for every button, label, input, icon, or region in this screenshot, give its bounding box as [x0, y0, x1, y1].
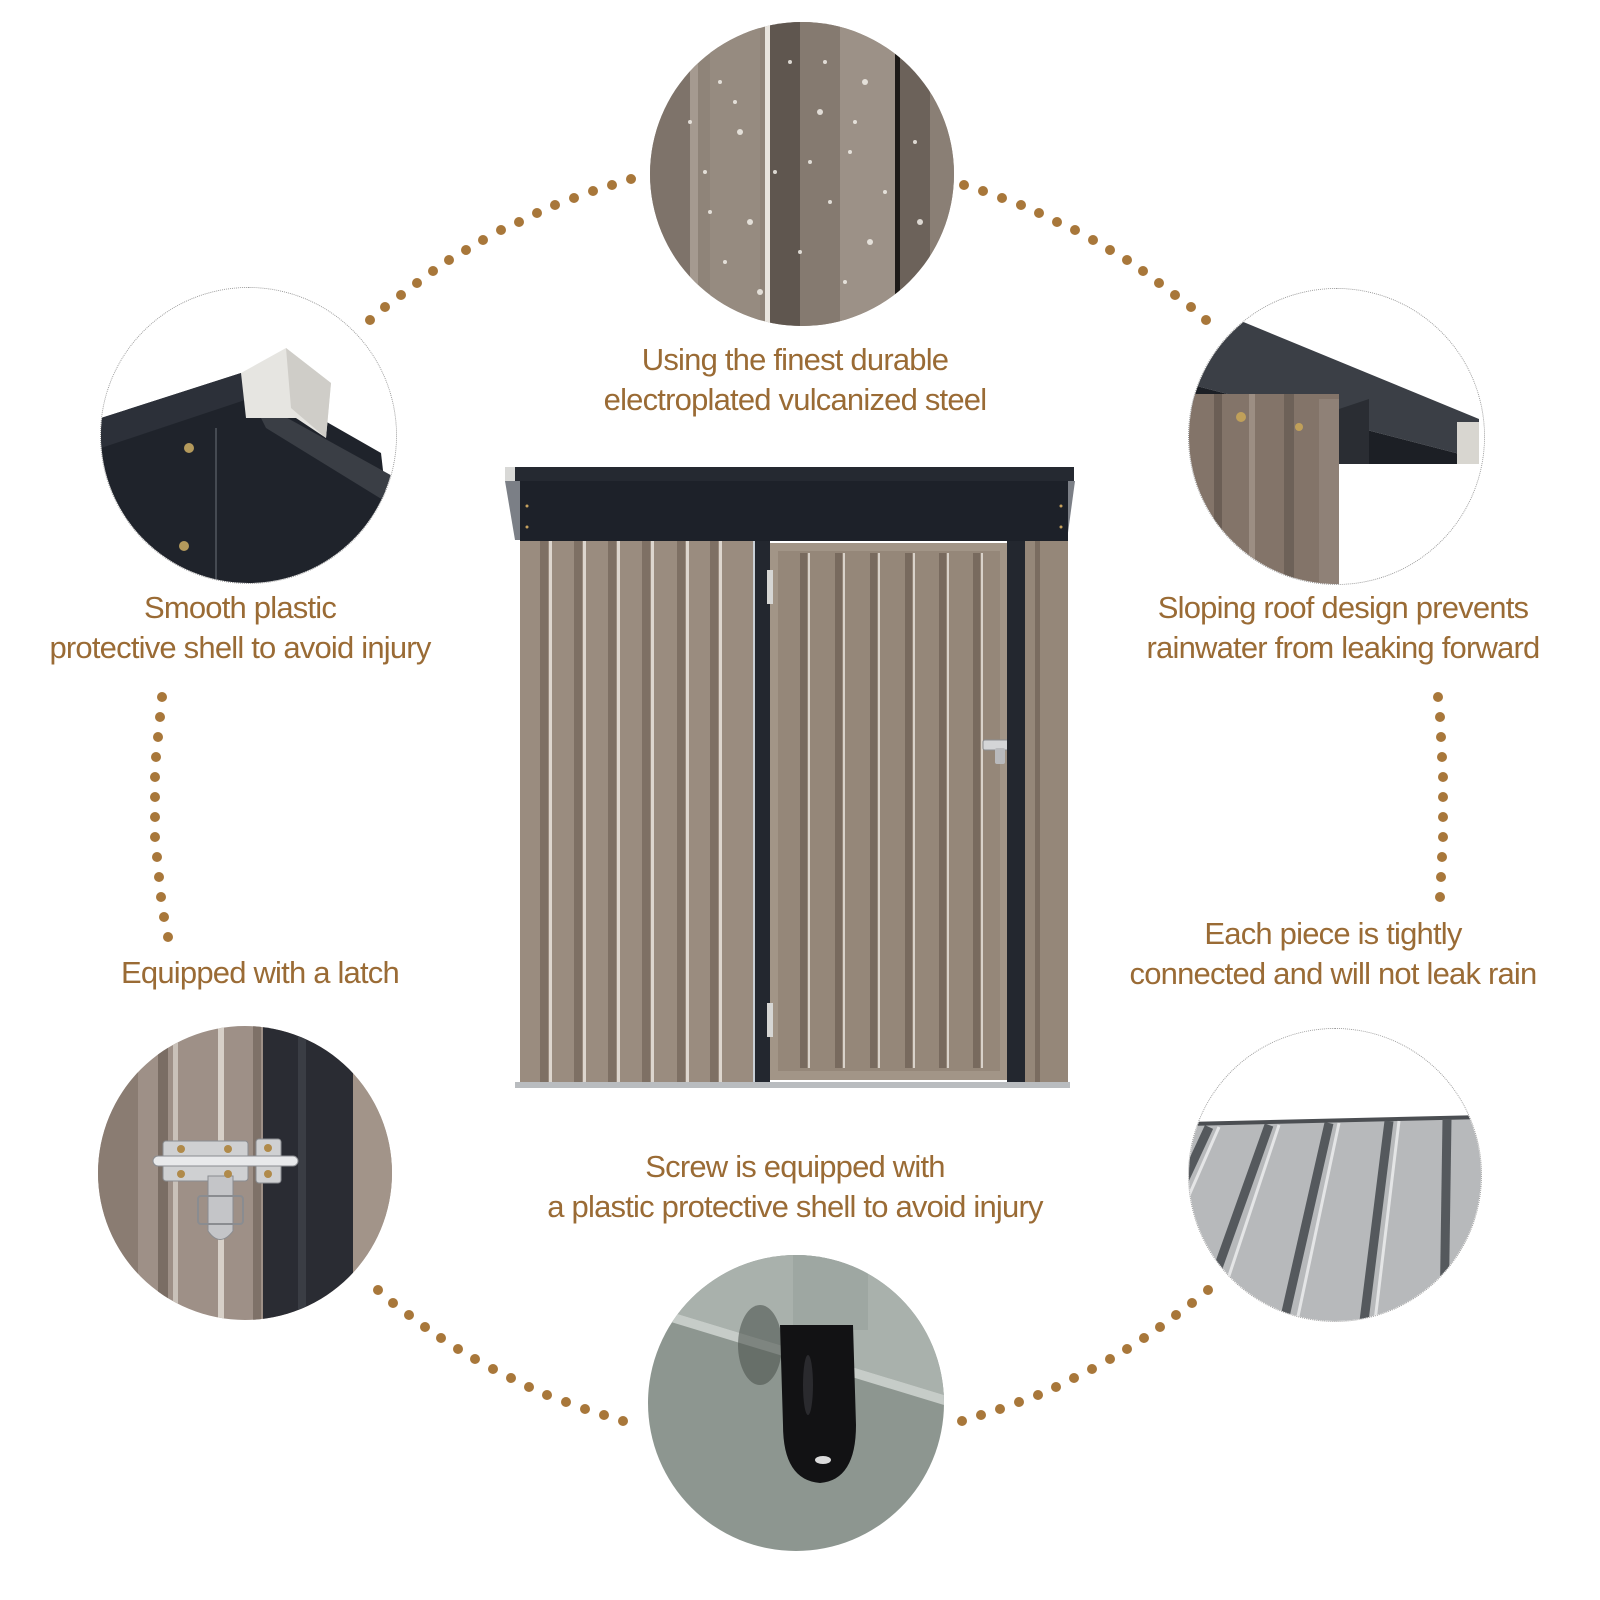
dotted-line-right: [1433, 692, 1448, 902]
feature-caption-screw-cap: Screw is equipped with a plastic protect…: [510, 1147, 1080, 1227]
caption-line: Sloping roof design prevents: [1157, 590, 1529, 625]
feature-caption-latch: Equipped with a latch: [60, 953, 460, 993]
feature-image-plastic-shell: [100, 287, 397, 584]
dotted-line-left: [150, 692, 173, 942]
caption-line: protective shell to avoid injury: [49, 630, 431, 665]
caption-line: Using the finest durable: [641, 342, 949, 377]
dotted-line-bottom-right: [957, 1285, 1213, 1426]
feature-caption-plastic-shell: Smooth plastic protective shell to avoid…: [20, 588, 460, 668]
wet-steel-closeup-icon: [650, 22, 954, 326]
roof-overhang-icon: [1189, 289, 1484, 584]
feature-caption-tight-connection: Each piece is tightly connected and will…: [1098, 914, 1568, 994]
barrel-latch-icon: [98, 1026, 392, 1320]
caption-line: Screw is equipped with: [645, 1149, 945, 1184]
product-shed-image: [505, 465, 1075, 1100]
caption-line: rainwater from leaking forward: [1146, 630, 1541, 665]
feature-image-screw-cap: [648, 1255, 944, 1551]
garden-shed-icon: [505, 467, 1075, 1088]
caption-line: a plastic protective shell to avoid inju…: [547, 1189, 1043, 1224]
corrugated-roof-icon: [1189, 1029, 1481, 1321]
caption-line: Smooth plastic: [143, 590, 337, 625]
dotted-line-top-left: [365, 174, 636, 325]
feature-caption-sloping-roof: Sloping roof design prevents rainwater f…: [1118, 588, 1568, 668]
feature-caption-steel: Using the finest durable electroplated v…: [560, 340, 1030, 420]
caption-line: Each piece is tightly: [1204, 916, 1462, 951]
caption-line: electroplated vulcanized steel: [603, 382, 988, 417]
screw-cap-icon: [648, 1255, 944, 1551]
caption-line: connected and will not leak rain: [1129, 956, 1538, 991]
feature-image-tight-connection: [1188, 1028, 1482, 1322]
feature-image-sloping-roof: [1188, 288, 1485, 585]
dotted-line-top-right: [940, 174, 1211, 325]
feature-image-latch: [98, 1026, 392, 1320]
caption-line: Equipped with a latch: [121, 955, 400, 990]
feature-image-steel: [650, 22, 954, 326]
roof-corner-cap-icon: [101, 288, 396, 583]
dotted-line-bottom-left: [373, 1285, 628, 1426]
